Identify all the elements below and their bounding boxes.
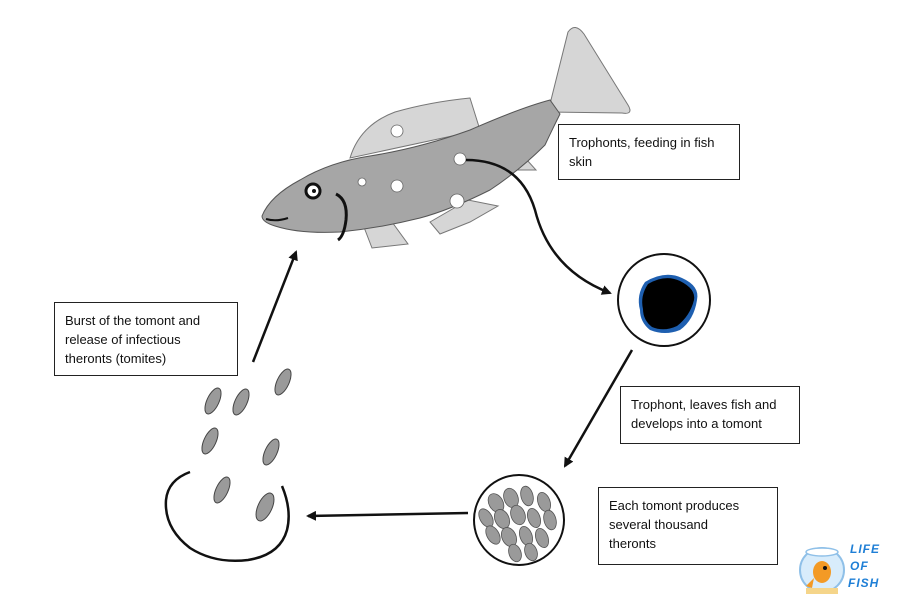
theront bbox=[274, 368, 292, 396]
arrow-tomont-to-burst bbox=[306, 510, 469, 521]
label-tomont-produces-theronts: Each tomont produces several thousand th… bbox=[598, 487, 778, 565]
tomont-cell bbox=[473, 474, 565, 566]
theront bbox=[232, 388, 250, 416]
white-spot bbox=[449, 193, 465, 209]
fish-body bbox=[261, 99, 561, 233]
white-spot bbox=[453, 152, 467, 166]
theront bbox=[262, 438, 280, 466]
label-trophont-leaves-fish: Trophont, leaves fish and develops into … bbox=[620, 386, 800, 444]
trophont-cell bbox=[617, 253, 711, 347]
white-spot bbox=[390, 124, 404, 138]
white-spot bbox=[390, 179, 404, 193]
fish-gill bbox=[335, 192, 348, 242]
theront bbox=[201, 427, 219, 455]
logo-text-line: LIFE bbox=[850, 542, 880, 556]
logo-text-line: FISH bbox=[848, 576, 880, 590]
fish bbox=[261, 27, 631, 249]
logo-text-line: OF bbox=[850, 559, 869, 573]
arrow-trophont-to-tomont bbox=[563, 349, 634, 468]
label-trophonts-feeding: Trophonts, feeding in fish skin bbox=[558, 124, 740, 180]
life-of-fish-logo: LIFE OF FISH bbox=[790, 536, 890, 598]
fish-dorsal-fin bbox=[349, 97, 481, 159]
logo-fishbowl-icon bbox=[799, 547, 845, 594]
theront bbox=[255, 492, 275, 522]
arrow-fish-to-trophont bbox=[465, 158, 612, 295]
burst-tomont bbox=[164, 368, 292, 562]
fish-tail-fin bbox=[547, 27, 631, 114]
fish-mouth bbox=[265, 217, 289, 222]
theront bbox=[204, 387, 222, 415]
label-burst-of-tomont: Burst of the tomont and release of infec… bbox=[54, 302, 238, 376]
arrow-theronts-to-fish bbox=[251, 250, 298, 363]
white-spot bbox=[357, 177, 367, 187]
theront bbox=[213, 476, 231, 504]
